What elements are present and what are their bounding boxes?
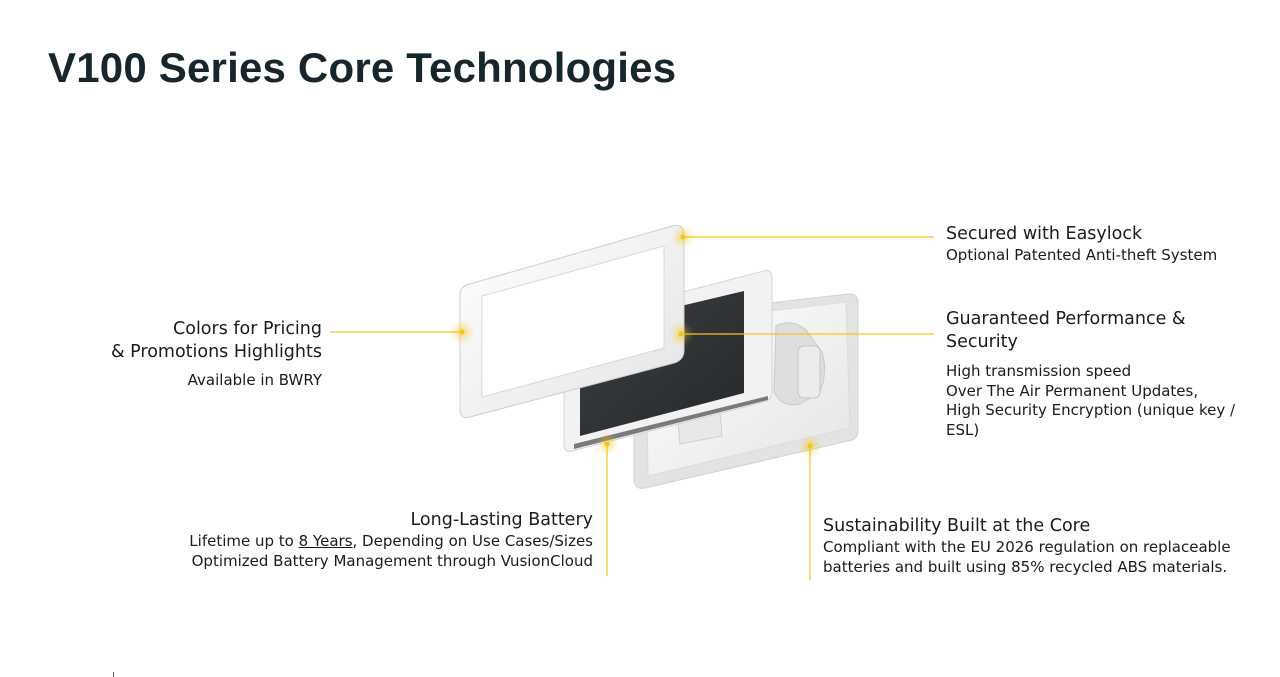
dot-performance bbox=[678, 331, 684, 337]
callout-sustainability-line: Compliant with the EU 2026 regulation on… bbox=[823, 538, 1231, 556]
callout-colors: Colors for Pricing & Promotions Highligh… bbox=[40, 318, 322, 391]
dot-battery bbox=[604, 441, 610, 447]
callout-colors-heading-line: Colors for Pricing bbox=[173, 319, 322, 339]
callout-performance-line: Over The Air Permanent Updates, bbox=[946, 381, 1199, 400]
dot-colors bbox=[459, 329, 465, 335]
callout-performance-heading-line: Guaranteed Performance & bbox=[946, 309, 1186, 329]
callout-sustainability: Sustainability Built at the Core Complia… bbox=[823, 515, 1263, 577]
page-tick-mark bbox=[113, 672, 114, 677]
callout-colors-line: Available in BWRY bbox=[187, 371, 322, 389]
callout-performance: Guaranteed Performance & Security High t… bbox=[946, 308, 1266, 440]
dot-sustainability bbox=[807, 443, 813, 449]
callout-sustainability-line: batteries and built using 85% recycled A… bbox=[823, 557, 1228, 576]
dot-easylock bbox=[680, 234, 686, 240]
callout-battery-years: 8 Years bbox=[298, 532, 353, 550]
callout-battery: Long-Lasting Battery Lifetime up to 8 Ye… bbox=[150, 509, 593, 571]
front-bezel-frame bbox=[459, 224, 685, 419]
callout-colors-heading-line: & Promotions Highlights bbox=[110, 342, 322, 362]
callout-performance-line: ESL) bbox=[946, 420, 980, 439]
page-title: V100 Series Core Technologies bbox=[48, 44, 677, 91]
callout-battery-line1-post: , Depending on Use Cases/Sizes bbox=[352, 532, 593, 550]
callout-battery-line1-pre: Lifetime up to bbox=[189, 532, 299, 550]
callout-easylock: Secured with Easylock Optional Patented … bbox=[946, 223, 1266, 266]
callout-battery-line: Optimized Battery Management through Vus… bbox=[191, 551, 593, 570]
callout-battery-line: Lifetime up to 8 Years, Depending on Use… bbox=[150, 532, 593, 552]
callout-performance-heading-line: Security bbox=[946, 332, 1018, 352]
callout-easylock-line: Optional Patented Anti-theft System bbox=[946, 246, 1218, 264]
callout-performance-line: High Security Encryption (unique key / bbox=[946, 401, 1236, 419]
callout-easylock-heading: Secured with Easylock bbox=[946, 224, 1143, 244]
callout-sustainability-heading: Sustainability Built at the Core bbox=[823, 516, 1091, 536]
callout-performance-line: High transmission speed bbox=[946, 362, 1132, 380]
callout-battery-heading: Long-Lasting Battery bbox=[410, 510, 593, 530]
